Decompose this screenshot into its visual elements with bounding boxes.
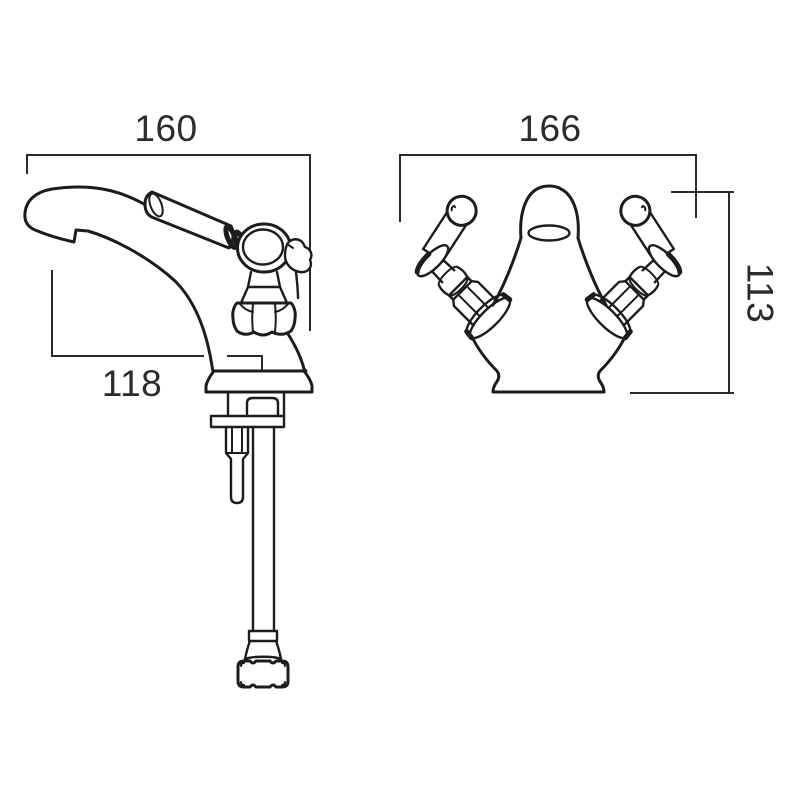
ball-highlight-mark (640, 204, 647, 212)
side-hex-nut (231, 301, 297, 337)
front-left-valve-arm (414, 194, 513, 341)
bonnet-facet-lines (608, 286, 639, 317)
base-neck-lines (226, 390, 286, 418)
body-right-edge (286, 332, 308, 373)
stud-thread-lines (225, 426, 249, 454)
valve-neck (246, 270, 282, 289)
supply-pipe (251, 425, 276, 633)
hex-chamfer-arcs (239, 303, 289, 313)
dimension-front-height: 113 (630, 191, 781, 394)
bonnet-facet-lines (458, 286, 489, 317)
dimension-line (51, 270, 204, 357)
flange-tick (584, 292, 633, 341)
stem-neck (431, 259, 456, 284)
front-view: 166 113 (399, 108, 781, 394)
stem-neck (641, 259, 666, 284)
knob-notch (286, 243, 294, 249)
connector-nut (236, 659, 290, 689)
front-right-valve-arm (584, 194, 683, 341)
mounting-plate (209, 414, 286, 429)
valve-bonnet (599, 280, 645, 326)
stem-ring (628, 265, 660, 297)
dimension-line (399, 154, 697, 222)
valve-bonnet (452, 280, 498, 326)
side-fittings (209, 390, 290, 689)
dimension-line-centre-stub (227, 355, 263, 371)
dimension-label-side-width: 160 (134, 108, 197, 149)
popup-rod-housing (245, 396, 280, 418)
dimension-side-projection: 118 (51, 270, 263, 404)
dimension-label-side-projection: 118 (102, 363, 163, 404)
hex-facet-line (251, 303, 254, 333)
fixing-stud (224, 425, 250, 505)
dimension-line (26, 154, 311, 331)
hex-nut-outline (231, 301, 297, 337)
flange-tick (464, 292, 513, 341)
spout-underside (23, 211, 215, 373)
dimension-label-front-height: 113 (740, 263, 781, 324)
lever-body (143, 190, 235, 250)
side-view: 160 118 (23, 108, 314, 689)
bonnet-step (447, 275, 473, 301)
bonnet-step (624, 275, 650, 301)
dimension-side-width: 160 (26, 108, 311, 331)
side-lever-handle (143, 190, 248, 255)
tap-body-front (470, 184, 627, 394)
hex-facet-line (274, 303, 277, 333)
valve-cap-inner (241, 228, 285, 266)
dimension-front-width: 166 (399, 108, 697, 222)
base-flare (204, 369, 314, 394)
spout-outlet-rim (527, 224, 571, 242)
tap-body-side (23, 185, 314, 394)
spout-top-edge (23, 185, 151, 215)
connector-nut-corner-arcs (240, 662, 286, 686)
collar-shading (665, 251, 683, 275)
ball-highlight-mark (450, 204, 457, 212)
collar-shading (414, 251, 432, 275)
dimension-label-front-width: 166 (518, 108, 581, 149)
lever-tip-cap (148, 192, 164, 218)
stem-ring-ends (628, 265, 660, 297)
lever-ball-end (619, 194, 652, 227)
side-valve-head (236, 222, 313, 305)
stem-ring (437, 265, 469, 297)
stem-ring-ends (437, 265, 469, 297)
body-lower-and-base (470, 335, 627, 394)
pipe-collar (247, 629, 279, 643)
spout-dome (519, 184, 580, 240)
body-upper-right (576, 236, 608, 307)
dimension-line (630, 191, 734, 394)
pipe-taper (243, 639, 283, 661)
knob-lower-line (294, 270, 300, 300)
lever-ball-end (445, 194, 478, 227)
bonnet-slope (239, 285, 289, 305)
